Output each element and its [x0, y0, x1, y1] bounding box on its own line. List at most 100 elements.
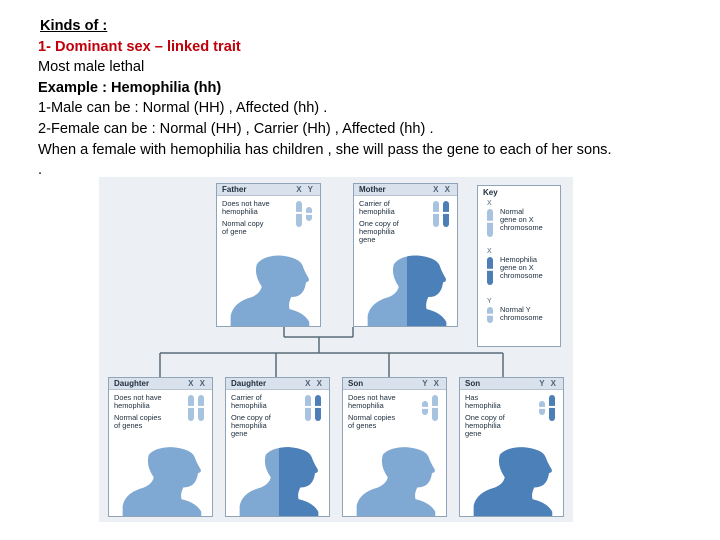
key-chromosome-icon	[487, 209, 493, 237]
chromosome-centromere	[422, 406, 428, 409]
key-letter: X	[487, 248, 492, 255]
description-line: Has	[465, 393, 479, 402]
chromosome-centromere	[315, 405, 321, 408]
chromosome	[487, 257, 493, 285]
description-line: gene	[465, 429, 482, 438]
heading: Kinds of :	[40, 18, 108, 34]
head-silhouette-icon	[473, 447, 552, 516]
description-line: hemophilia	[114, 401, 150, 410]
description-line: hemophilia	[231, 421, 267, 430]
key-text-line: chromosome	[500, 313, 543, 322]
description-line: Normal copies	[348, 413, 396, 422]
chromosome-centromere	[433, 211, 439, 214]
card-chromosome-label: Y X	[422, 379, 441, 388]
chromosome-centromere	[432, 405, 438, 408]
silhouette-fill	[356, 447, 435, 516]
head-silhouette-icon	[230, 255, 309, 326]
key-title: Key	[483, 188, 498, 197]
chromosome	[188, 395, 194, 421]
head-silhouette-icon	[356, 447, 435, 516]
chromosome-centromere	[443, 211, 449, 214]
key-chromosome-icon	[487, 307, 493, 323]
dominant-sex-linked-title: 1- Dominant sex – linked trait	[38, 38, 241, 55]
carrier-half-fill	[406, 255, 446, 326]
key-text-line: chromosome	[500, 223, 543, 232]
key-letter: X	[487, 200, 492, 207]
key-text-line: Normal	[500, 207, 524, 216]
chromosome-centromere	[487, 268, 493, 271]
card-title: Father	[222, 185, 247, 194]
chromosome-centromere	[296, 211, 302, 214]
description-line: of genes	[348, 421, 377, 430]
chromosome-centromere	[306, 212, 312, 215]
description-line: hemophilia	[348, 401, 384, 410]
key-letter: Y	[487, 298, 492, 305]
description-line: Normal copies	[114, 413, 162, 422]
card-title: Son	[465, 379, 481, 388]
card-header	[343, 378, 446, 390]
card-title: Daughter	[114, 379, 150, 388]
silhouette-fill	[230, 255, 309, 326]
key-chromosome-icon	[487, 257, 493, 285]
description-line: Carrier of	[231, 393, 262, 402]
card-chromosome-label: X X	[188, 379, 207, 388]
card-title: Daughter	[231, 379, 267, 388]
key-text-line: gene on X	[500, 263, 534, 272]
chromosome-centromere	[305, 405, 311, 408]
chromosome-pair	[188, 395, 204, 421]
card-chromosome-label: X X	[305, 379, 324, 388]
description-line: One copy of	[465, 413, 505, 422]
chromosome	[549, 395, 555, 421]
card-chromosome-label: Y X	[539, 379, 558, 388]
chromosome	[432, 395, 438, 421]
description-line: of genes	[114, 421, 143, 430]
description-line: hemophilia	[465, 401, 501, 410]
chromosome	[443, 201, 449, 227]
example-line: Example : Hemophilia (hh)	[38, 79, 222, 96]
chromosome-pair	[539, 395, 555, 421]
inheritance-note: When a female with hemophilia has childr…	[38, 141, 612, 158]
description-line: Normal copy	[222, 219, 264, 228]
chromosome-centromere	[539, 406, 545, 409]
chromosome-centromere	[549, 405, 555, 408]
card-header	[217, 184, 320, 196]
card-header	[460, 378, 563, 390]
chromosome	[296, 201, 302, 227]
description-line: gene	[359, 235, 376, 244]
description-line: gene	[231, 429, 248, 438]
chromosome	[198, 395, 204, 421]
card-title: Mother	[359, 185, 386, 194]
chromosome-centromere	[487, 220, 493, 223]
chromosome-centromere	[198, 405, 204, 408]
chromosome-centromere	[188, 405, 194, 408]
chromosome	[487, 209, 493, 237]
description-line: One copy of	[359, 219, 399, 228]
description-line: hemophilia	[231, 401, 267, 410]
female-line: 2-Female can be : Normal (HH) , Carrier …	[38, 120, 434, 137]
key-text-line: Normal Y	[500, 305, 531, 314]
lethal-note: Most male lethal	[38, 59, 145, 76]
head-silhouette-icon	[122, 447, 201, 516]
head-silhouette-icon	[367, 255, 446, 326]
card-chromosome-label: X Y	[296, 185, 315, 194]
key-text-line: chromosome	[500, 271, 543, 280]
description-line: of gene	[222, 227, 247, 236]
